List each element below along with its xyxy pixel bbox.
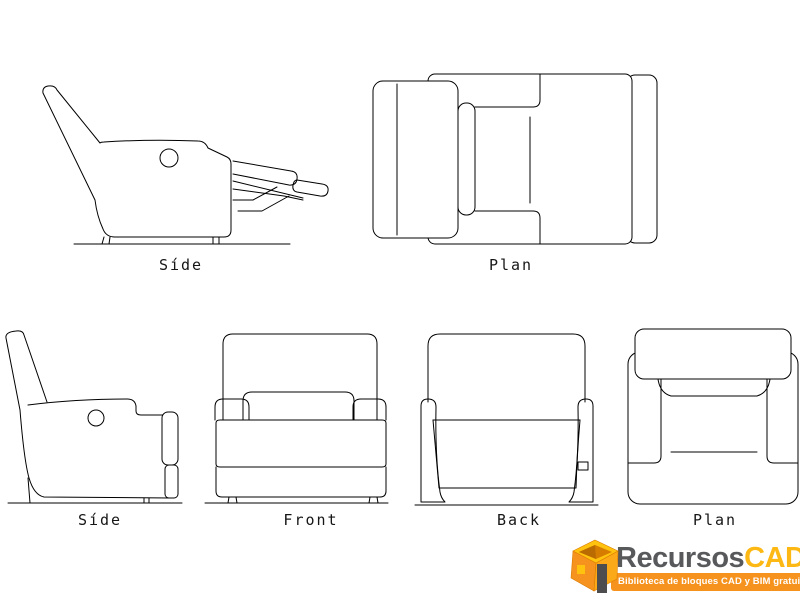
drawing-front — [200, 320, 400, 510]
seat-cushion — [243, 392, 354, 420]
logo-tagline: Biblioteca de bloques CAD y BIM gratuita — [618, 576, 800, 587]
armrest-right — [767, 375, 798, 463]
feet — [228, 497, 378, 503]
front-lower-panel — [165, 465, 178, 498]
footrest-upper-bar — [233, 161, 297, 185]
logo-wordmark: RecursosCAD — [616, 544, 800, 573]
backrest — [428, 334, 585, 402]
seat-back-curve — [658, 379, 770, 396]
view-label-plan-reclined: Plan — [488, 256, 534, 274]
recliner-button — [160, 149, 178, 167]
feet — [102, 237, 219, 244]
seat-cushion-edge — [458, 103, 475, 215]
side-panel-left — [421, 399, 445, 502]
footrest-lower-bar — [233, 181, 303, 200]
view-label-back: Back — [496, 511, 542, 529]
view-label-side-upright: Síde — [77, 511, 123, 529]
armrest-bottom — [475, 211, 540, 244]
drawing-plan-reclined — [360, 60, 670, 260]
drawing-side-reclined — [0, 60, 340, 260]
view-label-front: Front — [283, 511, 339, 529]
logo-wordmark-prefix: Recursos — [616, 542, 745, 574]
backrest — [223, 334, 377, 420]
armrest-right — [353, 399, 386, 420]
seat-front-band — [216, 420, 386, 467]
armrest-left — [215, 399, 249, 420]
drawing-side-upright — [0, 320, 200, 510]
logo-tagline-bar: Biblioteca de bloques CAD y BIM gratuita — [611, 573, 800, 591]
armrest-left — [628, 375, 661, 463]
drawing-plan-upright — [615, 320, 800, 510]
footrest-linkage — [233, 187, 289, 211]
view-label-side-reclined: Síde — [158, 256, 204, 274]
power-switch — [578, 462, 588, 470]
body-top-edge — [28, 399, 164, 415]
side-panel-right — [569, 399, 593, 502]
recliner-silhouette — [6, 331, 170, 498]
recliner-body-outline — [43, 86, 231, 237]
recursoscad-house-icon — [570, 539, 619, 593]
feet — [28, 478, 149, 503]
logo-wordmark-suffix: CAD — [744, 542, 800, 574]
arm-front-panel — [162, 412, 178, 465]
base — [216, 467, 386, 497]
footrest-tip-cushion — [293, 180, 328, 196]
recliner-button — [88, 410, 104, 426]
drawing-back — [410, 320, 610, 510]
lower-back-panel — [433, 420, 580, 488]
view-label-plan-upright: Plan — [692, 511, 738, 529]
backrest — [635, 329, 791, 379]
armrest-top — [475, 74, 540, 107]
footrest — [373, 81, 458, 238]
